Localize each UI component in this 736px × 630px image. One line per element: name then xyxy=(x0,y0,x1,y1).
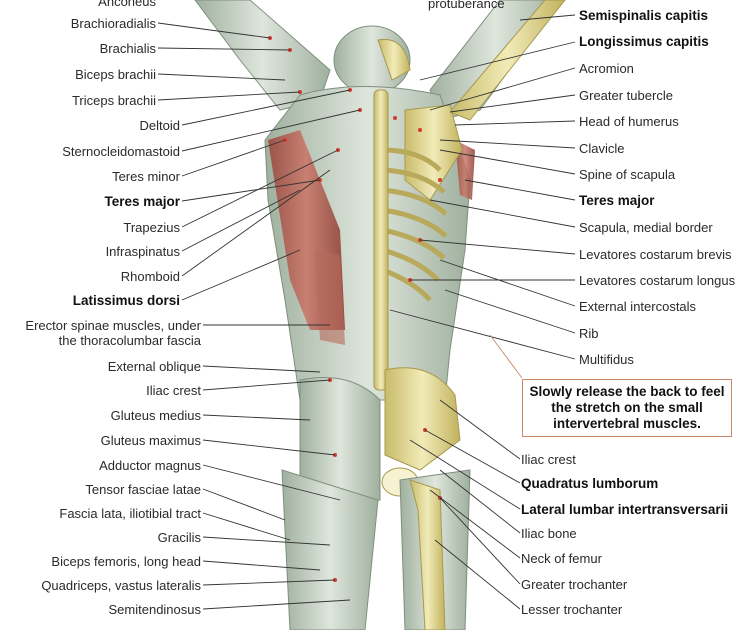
label-erector-spinae: Erector spinae muscles, under the thorac… xyxy=(25,318,201,348)
femur xyxy=(409,479,446,630)
label-scapula-medial-border: Scapula, medial border xyxy=(579,220,713,235)
leader-lines-left xyxy=(157,22,361,610)
label-gracilis: Gracilis xyxy=(157,530,201,545)
label-sternocleidomastoid: Sternocleidomastoid xyxy=(62,144,180,159)
label-teres-major-right: Teres major xyxy=(579,193,655,208)
label-rib: Rib xyxy=(579,326,599,341)
label-adductor-magnus: Adductor magnus xyxy=(99,458,201,473)
label-greater-trochanter: Greater trochanter xyxy=(521,577,628,592)
label-biceps-brachii: Biceps brachii xyxy=(75,67,156,82)
label-gluteus-medius: Gluteus medius xyxy=(110,408,201,423)
right-humerus xyxy=(449,0,566,121)
label-greater-tubercle: Greater tubercle xyxy=(579,88,673,103)
label-triceps-brachii: Triceps brachii xyxy=(71,93,156,108)
erector-red xyxy=(315,250,345,345)
label-iliac-crest-left: Iliac crest xyxy=(146,383,201,398)
label-latissimus-dorsi: Latissimus dorsi xyxy=(72,293,180,308)
label-semispinalis-capitis: Semispinalis capitis xyxy=(579,8,709,23)
label-external-oblique: External oblique xyxy=(107,359,201,374)
left-leg xyxy=(281,469,379,630)
label-fascia-lata: Fascia lata, iliotibial tract xyxy=(59,506,201,521)
label-semitendinosus: Semitendinosus xyxy=(108,602,202,617)
label-longissimus-capitis: Longissimus capitis xyxy=(579,34,709,49)
skull xyxy=(377,38,411,81)
spine xyxy=(373,89,389,391)
label-multifidus: Multifidus xyxy=(579,352,634,367)
pelvis xyxy=(384,367,461,471)
label-infraspinatus: Infraspinatus xyxy=(105,244,180,259)
label-quadratus-lumborum: Quadratus lumborum xyxy=(521,476,659,491)
label-biceps-femoris: Biceps femoris, long head xyxy=(51,554,201,569)
label-levatores-brevis: Levatores costarum brevis xyxy=(579,247,732,262)
label-brachialis: Brachialis xyxy=(99,41,156,56)
label-head-of-humerus: Head of humerus xyxy=(579,114,679,129)
label-teres-minor: Teres minor xyxy=(112,169,180,184)
label-quadriceps: Quadriceps, vastus lateralis xyxy=(41,578,201,593)
leader-lines-right xyxy=(389,14,576,610)
label-external-intercostals: External intercostals xyxy=(579,299,697,314)
label-levatores-longus: Levatores costarum longus xyxy=(579,273,736,288)
label-deltoid: Deltoid xyxy=(139,118,180,133)
label-anconeus: Anconeus xyxy=(98,0,156,9)
label-neck-of-femur: Neck of femur xyxy=(521,551,602,566)
label-iliac-crest-right: Iliac crest xyxy=(521,452,576,467)
label-gluteus-maximus: Gluteus maximus xyxy=(100,433,201,448)
label-brachioradialis: Brachioradialis xyxy=(70,16,156,31)
label-protuberance: protuberance xyxy=(428,0,505,11)
label-iliac-bone: Iliac bone xyxy=(521,526,577,541)
label-rhomboid: Rhomboid xyxy=(120,269,180,284)
ribcage xyxy=(382,147,448,302)
label-teres-major-left: Teres major xyxy=(104,194,180,209)
label-trapezius: Trapezius xyxy=(123,220,180,235)
label-clavicle: Clavicle xyxy=(579,141,625,156)
stretch-instruction-note: Slowly release the back to feel the stre… xyxy=(522,379,732,437)
label-lateral-lumbar: Lateral lumbar intertransversarii xyxy=(521,502,729,517)
label-spine-of-scapula: Spine of scapula xyxy=(579,167,676,182)
label-lesser-trochanter: Lesser trochanter xyxy=(521,602,623,617)
label-acromion: Acromion xyxy=(579,61,634,76)
label-tensor-fasciae-latae: Tensor fasciae latae xyxy=(85,482,201,497)
